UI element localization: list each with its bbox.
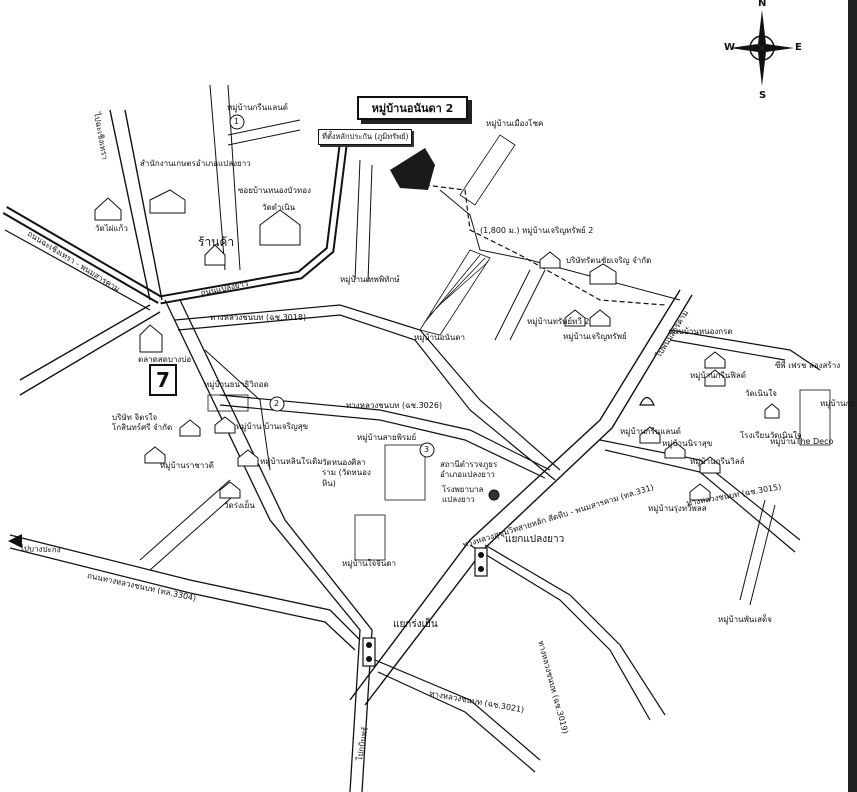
label-mb-ruetwee: หมู่บ้านรุ่งทวีพลส xyxy=(648,504,707,513)
label-company-chaicharoen: บริษัทรัตนชัยเจริญ จำกัด xyxy=(566,256,652,265)
compass-icon xyxy=(730,10,794,86)
label-cp-cheer: ซีพี เฟรช ล่องสร้าง xyxy=(775,361,841,370)
police-icon xyxy=(488,489,500,501)
label-mb-chaichinda: หมู่บ้านใจจินดา xyxy=(342,559,397,568)
subdivision-blocks xyxy=(207,134,831,561)
scan-border xyxy=(848,0,857,792)
project-site xyxy=(390,148,435,190)
label-distance: (1,800 ม.) xyxy=(480,226,520,235)
label-company-chaiyo: บริษัท จิตรใจ โกสินทร์ศรี จำกัด xyxy=(112,413,173,433)
label-mb-green-land: หมู่บ้านกรีนแลนด์ xyxy=(227,103,288,112)
label-mb-charoensap2: หมู่บ้านเจริญทรัพย์ 2 xyxy=(522,226,594,235)
label-school: โรงเรียนวัดเนินใจ xyxy=(740,431,802,440)
label-mb-thep-phithak: หมู่บ้านเทพพิทักษ์ xyxy=(340,275,400,284)
seven-eleven-icon: 7 xyxy=(149,364,177,396)
label-mb-charoensap: หมู่บ้านเจริญทรัพย์ xyxy=(563,332,627,341)
label-mb-phan-sadet: หมู่บ้านพันเสด็จ xyxy=(718,615,772,624)
road-3021 xyxy=(374,659,541,773)
minor-roads xyxy=(139,159,681,571)
compass-rose: N S W E xyxy=(722,0,802,101)
label-wat-rung-yen: วัดร่งเย็น xyxy=(224,501,255,510)
label-mb-green-ville: หมู่บ้านกรีนวิลล์ xyxy=(690,457,745,466)
label-wat-nong-sira: วัดหนองศิลาราม (วัดหนองหิน) xyxy=(322,458,371,488)
label-road-3026: ทางหลวงชนบท (ฉช.3026) xyxy=(346,401,443,410)
road-331-south xyxy=(469,544,666,721)
label-hospital: โรงพยาบาลแปลงยาว xyxy=(442,485,484,505)
compass-east: E xyxy=(795,42,802,53)
road-331 xyxy=(349,289,693,706)
road-north-vertical xyxy=(109,109,163,301)
label-intersection-plaeng-yao: แยกแปลงยาว xyxy=(505,534,565,545)
label-mb-gr: หมู่บ้านกร xyxy=(820,399,855,408)
shell-icon xyxy=(639,396,655,406)
road-3026 xyxy=(219,394,551,479)
label-wat-noen-jai: วัดเนินใจ xyxy=(745,389,777,398)
label-market-bang-bo: ตลาดสดบางบ่อ xyxy=(138,355,192,364)
road-3018 xyxy=(174,304,561,481)
road-3304 xyxy=(9,534,361,651)
label-mb-ban-charoensuk: หมู่บ้าน บ้านเจริญสุข xyxy=(236,422,309,431)
arrow-west xyxy=(8,534,22,548)
main-highway-west xyxy=(2,206,163,311)
label-agri-office: สำนักงานเกษตรอำเภอแปลงยาว xyxy=(140,159,251,168)
road-nong-kok xyxy=(669,329,821,371)
number-markers xyxy=(229,114,435,458)
traffic-light-plaeng-yao xyxy=(474,547,488,577)
label-mb-green-land2: หมู่บ้านกรีนแลนด์ xyxy=(620,427,681,436)
compass-south: S xyxy=(759,90,767,101)
label-mb-green-field: หมู่บ้านกรีนฟิลด์ xyxy=(690,371,746,380)
label-mb-banthisit: หมู่บ้านธนาธิวิถอด xyxy=(204,380,269,389)
road-3015-ns xyxy=(164,299,373,792)
compass-west: W xyxy=(724,42,736,53)
label-mb-nirasuk: หมู่บ้านนิราสุข xyxy=(662,439,713,448)
marker-3: 3 xyxy=(424,445,430,454)
traffic-light-rung-yen xyxy=(362,637,376,667)
highway-southwest xyxy=(19,304,161,396)
label-road-nong-kok: ถนนบ้านหนองกรด xyxy=(668,327,733,336)
label-mb-ratchawadee: หมู่บ้านราชาวดี xyxy=(160,461,214,470)
project-location-label: ที่ตั้งหลักประกัน (ภูมิทรัพย์) xyxy=(318,129,413,145)
label-wat-phai-kaew: วัดไผ่แก้ว xyxy=(95,224,128,233)
label-to-bang-pakong: ไปบางปะกง xyxy=(19,544,61,555)
label-soi-nong-bua: ซอยบ้านหนองบัวทอง xyxy=(238,186,311,195)
label-mb-the-deco: หมู่บ้านThe Deco xyxy=(770,437,834,446)
marker-2: 2 xyxy=(274,399,280,408)
soi-green-land xyxy=(209,84,301,271)
label-mb-anantha: หมู่บ้านอนันดา xyxy=(414,333,466,342)
main-highway-northeast xyxy=(159,129,350,305)
label-road-3018: ทางหลวงชนบท (ฉช.3018) xyxy=(210,313,307,322)
compass-north: N xyxy=(758,0,767,9)
label-mb-sap-thawee2: หมู่บ้านทรัพย์ทวี 2 xyxy=(527,317,590,326)
route-dashed xyxy=(424,184,666,306)
label-police-station: สถานีตำรวจภูธรอำเภอแปลงยาว xyxy=(440,460,498,480)
label-wat-dam-noen: วัดดำเนิน xyxy=(262,203,296,212)
marker-1: 1 xyxy=(234,117,240,126)
map-title: หมู่บ้านอนันดา 2 xyxy=(357,96,468,120)
shop-label: ร้านค้า xyxy=(198,235,235,249)
label-mb-muang-chok: หมู่บ้านเมืองโชค xyxy=(486,119,544,128)
label-intersection-rung-yen: แยกร่งเย็น xyxy=(393,619,438,630)
label-mb-sai-phirom: หมู่บ้านสายพิรมย์ xyxy=(357,433,417,442)
building-icons xyxy=(94,189,780,501)
label-mb-ruenrom: หมู่บ้านหลินใรเดิม xyxy=(260,457,323,466)
road-phan-sadet xyxy=(739,499,776,606)
